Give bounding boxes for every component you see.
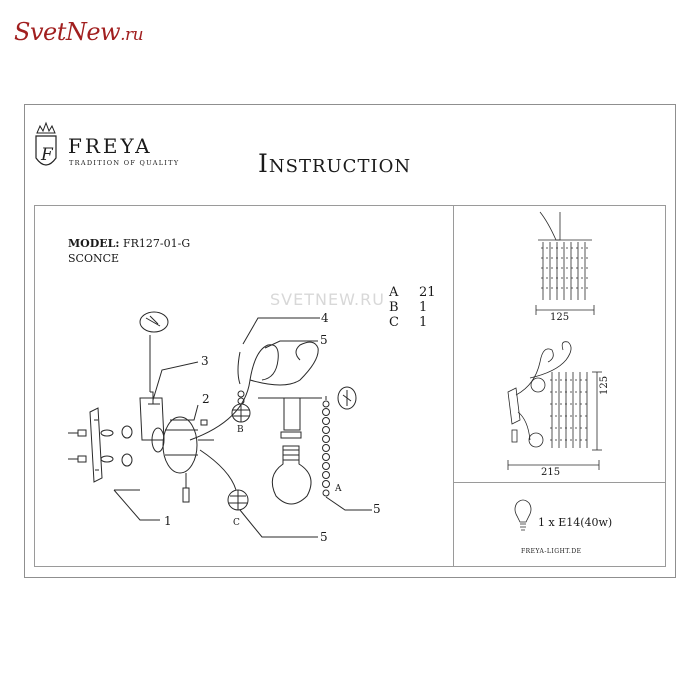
dimension-width-side: 215 — [541, 467, 561, 478]
crystal-strand-icon — [322, 400, 330, 497]
brand-tagline: Tradition of Quality — [69, 159, 180, 167]
frame-divider-vertical — [453, 205, 454, 567]
callout-4: 4 — [321, 311, 329, 325]
watermark-logo-main: SvetNew — [14, 18, 121, 46]
part-marker-a: A — [335, 484, 342, 494]
frame-divider-horizontal — [453, 482, 666, 483]
diagram-frame — [34, 205, 666, 567]
bulb-icon — [514, 499, 532, 531]
watermark-logo: SvetNew.ru — [14, 18, 144, 46]
brand-name: FREYA — [68, 134, 153, 158]
callout-2: 2 — [202, 392, 210, 406]
callout-5-bottom: 5 — [320, 530, 328, 544]
callout-1: 1 — [164, 514, 172, 528]
dimension-width-top: 125 — [550, 312, 570, 323]
watermark-center: SVETNEW.RU — [270, 290, 385, 309]
model-label: MODEL: — [68, 237, 120, 250]
bulb-spec: 1 x E14(40w) — [538, 516, 613, 529]
part-marker-b: B — [237, 425, 244, 435]
wall-plate-icon — [89, 407, 103, 483]
brand-emblem-letter: F — [40, 145, 54, 165]
page-title: Instruction — [258, 149, 412, 178]
callout-5-right: 5 — [373, 502, 381, 516]
instruction-sheet — [24, 104, 676, 578]
callout-3: 3 — [201, 354, 209, 368]
dimension-height-side: 125 — [599, 375, 610, 395]
model-value: FR127-01-G — [122, 237, 191, 250]
model-line: MODEL: FR127-01-G — [68, 237, 190, 250]
part-marker-c: C — [233, 518, 240, 528]
product-type: SCONCE — [68, 252, 120, 265]
footer-site: FREYA-LIGHT.DE — [521, 548, 582, 555]
watermark-logo-suffix: .ru — [120, 25, 144, 45]
callout-5-top: 5 — [320, 333, 328, 347]
